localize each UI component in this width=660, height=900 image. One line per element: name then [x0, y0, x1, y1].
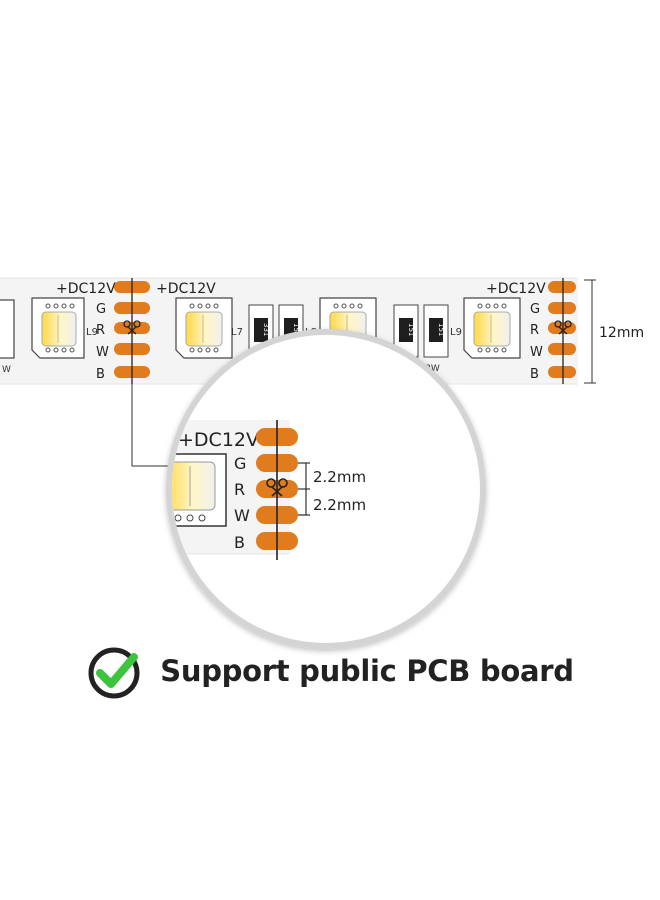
width-dimension [584, 279, 596, 384]
zoom-pad-label-b: B [234, 533, 245, 552]
resistor-label: RW [425, 364, 440, 374]
voltage-label-3: +DC12V [486, 281, 546, 297]
zoom-leader-line [131, 384, 168, 467]
led-label: L9 [86, 327, 98, 338]
led-chip [463, 297, 521, 359]
pad-label-r: R [96, 323, 105, 338]
scissors-icon [554, 320, 572, 335]
zoom-voltage-label: +DC12V [178, 429, 259, 451]
pad-label-g: G [96, 302, 106, 317]
check-circle-icon [88, 647, 140, 699]
led-label: L7 [231, 327, 243, 338]
pad-label-b: B [530, 367, 539, 382]
voltage-label-2: +DC12V [156, 281, 216, 297]
cut-pads-left: +DC12V G R W B [56, 278, 150, 384]
led-partial: W [0, 299, 15, 375]
pad-label-r: R [530, 323, 539, 338]
zoomed-led-chip [172, 453, 227, 527]
caption-row: Support public PCB board [0, 636, 660, 706]
resistor-value: 151 [292, 323, 300, 336]
resistor-pair-2: 151 151 RB RW [393, 304, 449, 374]
zoom-pad-label-w: W [234, 506, 250, 525]
scissors-icon [123, 320, 141, 335]
zoom-pad-label-g: G [234, 454, 246, 473]
pad-label-b: B [96, 367, 105, 382]
pitch-label-2: 2.2mm [313, 496, 366, 514]
width-label: 12mm [599, 325, 644, 341]
led-chip [175, 297, 233, 359]
pad-label-w: W [530, 345, 543, 360]
pad-label-w: W [96, 345, 109, 360]
zoom-magnifier: +DC12V G R W B 2.2mm 2.2mm [166, 329, 486, 649]
caption-text: Support public PCB board [160, 654, 574, 688]
cut-pads-right: +DC12V G R W B [486, 278, 576, 384]
voltage-label: +DC12V [56, 281, 116, 297]
resistor-value: 331 [262, 323, 270, 336]
led-label: L9 [450, 327, 462, 338]
zoom-pad-label-r: R [234, 480, 245, 499]
pitch-label-1: 2.2mm [313, 468, 366, 486]
pitch-dimension [298, 462, 310, 516]
zoom-scissors-icon [266, 478, 288, 497]
resistor-value: 151 [437, 323, 445, 336]
svg-text:W: W [2, 365, 11, 375]
pad-label-g: G [530, 302, 540, 317]
resistor-value: 151 [407, 323, 415, 336]
led-chip [31, 297, 85, 359]
